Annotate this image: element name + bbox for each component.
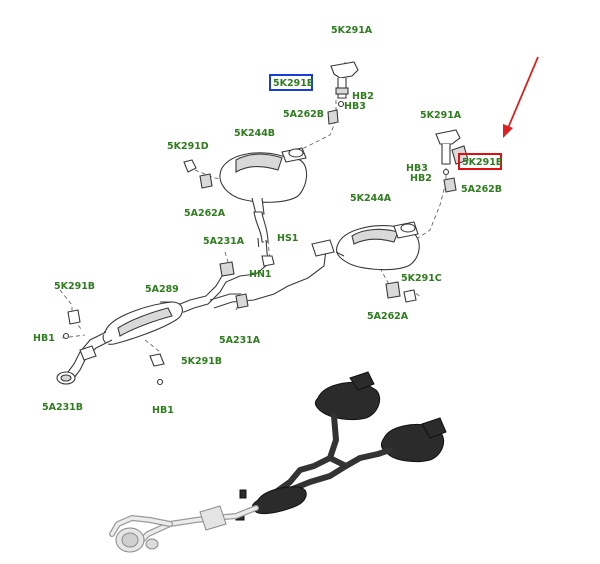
rear-muffler-left xyxy=(219,147,308,243)
exhaust-photo-render xyxy=(109,371,447,553)
label-hs1: HS1 xyxy=(277,233,298,244)
label-5a262a-right: 5A262A xyxy=(367,311,409,322)
label-5k291d: 5K291D xyxy=(167,141,209,152)
label-5k291a-top: 5K291A xyxy=(331,25,373,36)
hanger-5k291b xyxy=(62,309,165,386)
label-hb1-left: HB1 xyxy=(33,333,55,344)
label-5k291c: 5K291C xyxy=(401,273,442,284)
label-5a231a-bottom: 5A231A xyxy=(219,335,261,346)
label-hb1-bottom: HB1 xyxy=(152,405,174,416)
rear-muffler-right xyxy=(335,221,420,271)
label-5k291e-blue: 5K291E xyxy=(273,78,313,89)
label-hb2-top: HB2 xyxy=(352,91,374,102)
label-hn1: HN1 xyxy=(249,269,272,280)
hanger-5k291d xyxy=(183,159,213,189)
mid-pipe-assembly xyxy=(189,237,345,309)
label-hb3-right: HB3 xyxy=(406,163,428,174)
label-5a231a-top: 5A231A xyxy=(203,236,245,247)
highlight-box-blue xyxy=(269,74,313,91)
label-5k291a-right: 5K291A xyxy=(420,110,462,121)
label-hb3-top: HB3 xyxy=(344,101,366,112)
label-5k291b-left: 5K291B xyxy=(54,281,95,292)
hanger-5k291c xyxy=(385,281,417,303)
label-5a262b-right: 5A262B xyxy=(461,184,502,195)
label-5a262b-top: 5A262B xyxy=(283,109,324,120)
label-5a262a-left: 5A262A xyxy=(184,208,226,219)
label-5k244a: 5K244A xyxy=(350,193,392,204)
highlight-box-red xyxy=(458,153,502,170)
label-5a289: 5A289 xyxy=(145,284,179,295)
label-hb2-right: HB2 xyxy=(410,173,432,184)
catalytic-converter xyxy=(56,299,195,385)
label-5k291e-red: 5K291E xyxy=(462,157,502,168)
label-5k291b-bottom: 5K291B xyxy=(181,356,222,367)
label-5a231b: 5A231B xyxy=(42,402,83,413)
part-labels: 5K291A 5K291E HB2 HB3 5A262B 5K244B 5K29… xyxy=(33,25,502,416)
red-arrow-icon xyxy=(503,56,539,138)
bracket-5k291a-top xyxy=(327,61,359,125)
label-5k244b: 5K244B xyxy=(234,128,275,139)
